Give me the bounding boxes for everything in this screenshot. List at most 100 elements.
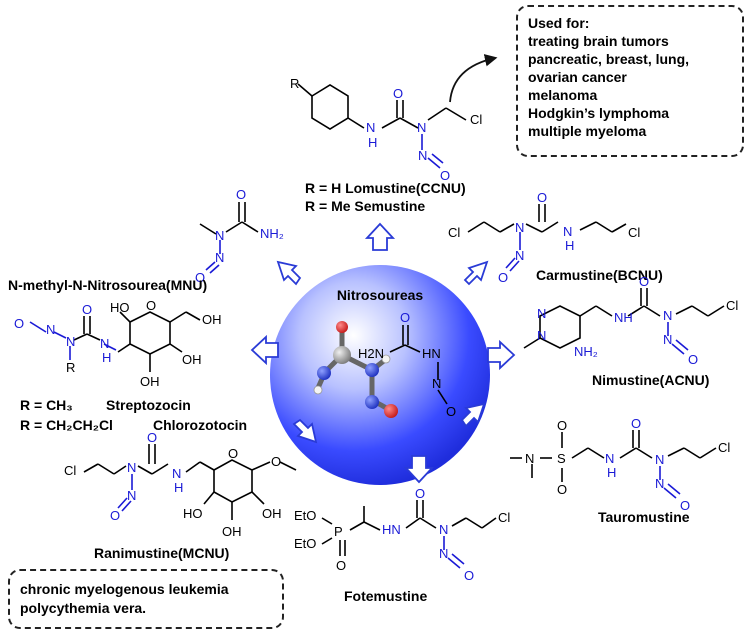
strepto-ho: HO <box>110 300 130 315</box>
uses-line: Used for: <box>528 15 590 31</box>
carmustine-structure: Cl N O N H Cl N O Carmustine(BCNU) <box>448 190 663 285</box>
uses-box-top: Used for: treating brain tumors pancreat… <box>516 5 744 157</box>
mnu-structure: O N NH₂ N O N-methyl-N-Nitrosourea(MNU) <box>8 187 284 293</box>
arrow-down <box>403 455 435 484</box>
tauro-o-s1: O <box>557 418 567 433</box>
strepto-r1: R = CH₃ <box>20 397 73 413</box>
nimustine-n2: N <box>663 308 672 323</box>
uses-line: Hodgkin’s lymphoma <box>528 105 670 121</box>
lomustine-h1: H <box>368 135 377 150</box>
fotemustine-label: Fotemustine <box>344 588 427 604</box>
center-nh: HN <box>422 346 441 361</box>
strepto-r: R <box>66 360 75 375</box>
rani-o-me: O <box>271 454 281 469</box>
strepto-o-nitroso: O <box>14 316 24 331</box>
carmustine-h: H <box>565 238 574 253</box>
nimustine-n-ring1: N <box>537 306 546 321</box>
strepto-oh3: OH <box>182 352 202 367</box>
nimustine-nh2: NH₂ <box>574 344 598 359</box>
ranimustine-label: Ranimustine(MCNU) <box>94 545 229 561</box>
strepto-n3: N <box>100 336 109 351</box>
arrow-right <box>487 339 516 371</box>
tauro-n2: N <box>605 451 614 466</box>
center-formula <box>389 325 448 405</box>
tauromustine-label: Tauromustine <box>598 509 690 525</box>
tauro-o-s2: O <box>557 482 567 497</box>
tauro-h: H <box>607 465 616 480</box>
arrow-up <box>364 222 396 251</box>
strepto-n1: N <box>46 322 55 337</box>
arrow-upright <box>463 260 489 286</box>
rani-n1: N <box>127 460 136 475</box>
fotemustine-structure: EtO EtO P O HN O N N O Cl Fotemustine <box>294 486 510 604</box>
tauro-o2: O <box>680 498 690 513</box>
mnu-nh2: NH₂ <box>260 226 284 241</box>
arrow-left <box>250 334 279 366</box>
fote-o1: O <box>415 486 425 501</box>
tauro-s: S <box>557 451 566 466</box>
nimustine-structure: N N NH₂ NH O N N O Cl Nimustine(ACNU) <box>523 274 738 388</box>
carmustine-label: Carmustine(BCNU) <box>536 267 663 283</box>
arrow-downleft <box>292 418 318 444</box>
carmustine-n1: N <box>515 220 524 235</box>
lomustine-structure: R O N H N N O Cl R = H Lomustine(CCNU) R… <box>290 76 482 214</box>
center-n: N <box>432 376 441 391</box>
uses-line: multiple myeloma <box>528 123 647 139</box>
carmustine-n2: N <box>563 224 572 239</box>
strepto-h: H <box>102 350 111 365</box>
strepto-ring-o: O <box>146 298 156 313</box>
uses-line: pancreatic, breast, lung, <box>528 51 690 67</box>
strepto-r2: R = CH₂CH₂Cl <box>20 417 113 433</box>
uses-line: ovarian cancer <box>528 69 627 85</box>
lomustine-n3: N <box>418 148 427 163</box>
nimustine-label: Nimustine(ACNU) <box>592 372 709 388</box>
ranimustine-structure: Cl N O N H N O O O HO OH OH Ranimustine(… <box>64 430 297 561</box>
rani-n2: N <box>172 466 181 481</box>
rani-h: H <box>174 480 183 495</box>
uses-line: treating brain tumors <box>528 33 669 49</box>
lomustine-o2: O <box>440 168 450 183</box>
lomustine-n2: N <box>417 120 426 135</box>
mnu-n1: N <box>215 228 224 243</box>
uses-line: melanoma <box>528 87 598 103</box>
mnu-n2: N <box>215 250 224 265</box>
uses-line: polycythemia vera. <box>20 600 147 616</box>
semustine-label: R = Me Semustine <box>305 198 425 214</box>
arrow-downright <box>460 402 486 428</box>
center-o-bot: O <box>446 404 456 419</box>
fote-n2: N <box>439 546 448 561</box>
lomustine-o1: O <box>393 86 403 101</box>
mnu-o2: O <box>195 270 205 285</box>
tauro-cl: Cl <box>718 440 730 455</box>
central-sphere: Nitrosoureas O H2N HN N O <box>270 265 490 485</box>
carmustine-cl1: Cl <box>448 225 460 240</box>
center-o-top: O <box>400 310 410 325</box>
tauro-n3: N <box>655 452 664 467</box>
strepto-n2: N <box>66 334 75 349</box>
streptozocin-structure: O N N R O N H HO O OH OH OH R = CH₃ R = … <box>14 298 247 433</box>
lomustine-r: R <box>290 76 299 91</box>
fote-cl: Cl <box>498 510 510 525</box>
rani-oh1: OH <box>222 524 242 539</box>
rani-ring-o: O <box>228 446 238 461</box>
rani-n3: N <box>127 488 136 503</box>
nimustine-o2: O <box>688 352 698 367</box>
rani-o1: O <box>147 430 157 445</box>
lomustine-label: R = H Lomustine(CCNU) <box>305 180 466 196</box>
streptozocin-label: Streptozocin <box>106 397 191 413</box>
fote-eto1: EtO <box>294 508 316 523</box>
rani-cl: Cl <box>64 463 76 478</box>
carmustine-cl2: Cl <box>628 225 640 240</box>
rani-o2: O <box>110 508 120 523</box>
rani-ho: HO <box>183 506 203 521</box>
nimustine-o1: O <box>639 274 649 289</box>
mnu-label: N-methyl-N-Nitrosourea(MNU) <box>8 277 207 293</box>
rani-oh2: OH <box>262 506 282 521</box>
carmustine-o1: O <box>537 190 547 205</box>
lomustine-n1: N <box>366 120 375 135</box>
fote-p: P <box>334 524 343 539</box>
mnu-o1: O <box>236 187 246 202</box>
tauro-n1: N <box>525 451 534 466</box>
